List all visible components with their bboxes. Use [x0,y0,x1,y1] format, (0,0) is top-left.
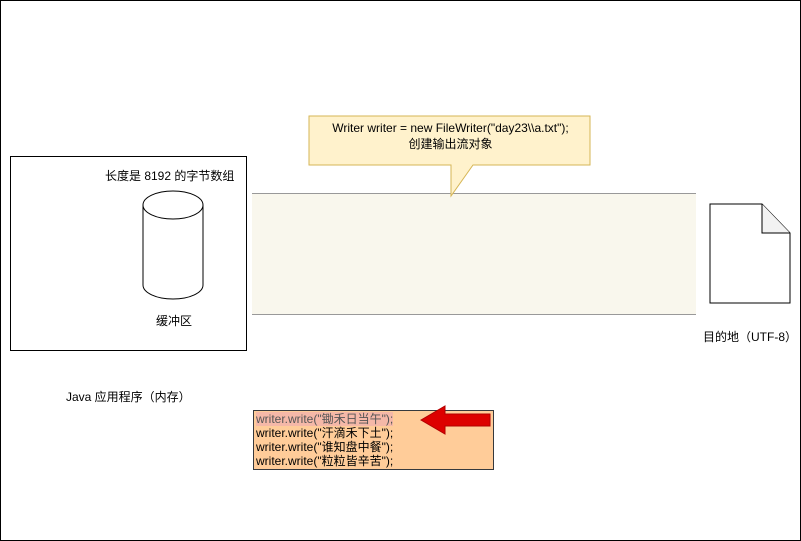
memory-box [10,156,247,351]
app-memory-label: Java 应用程序（内存） [66,390,191,404]
destination-label: 目的地（UTF-8） [703,330,797,344]
byte-array-label: 长度是 8192 的字节数组 [105,169,235,183]
buffer-label: 缓冲区 [156,314,193,328]
code-line-3: writer.write("谁知盘中餐"); [256,440,394,454]
callout-text: Writer writer = new FileWriter("day23\\a… [310,120,591,152]
callout-code-line: Writer writer = new FileWriter("day23\\a… [332,121,569,135]
file-icon [709,203,791,304]
write-arrow-icon [420,405,491,435]
callout-bubble [308,115,591,198]
code-line-2: writer.write("汗滴禾下土"); [256,426,394,440]
buffer-cylinder-icon [142,190,204,300]
code-line-1: writer.write("锄禾日当午"); [256,412,394,426]
output-stream-channel [252,193,696,315]
code-line-4: writer.write("粒粒皆辛苦"); [256,454,394,468]
callout-caption: 创建输出流对象 [408,137,493,151]
